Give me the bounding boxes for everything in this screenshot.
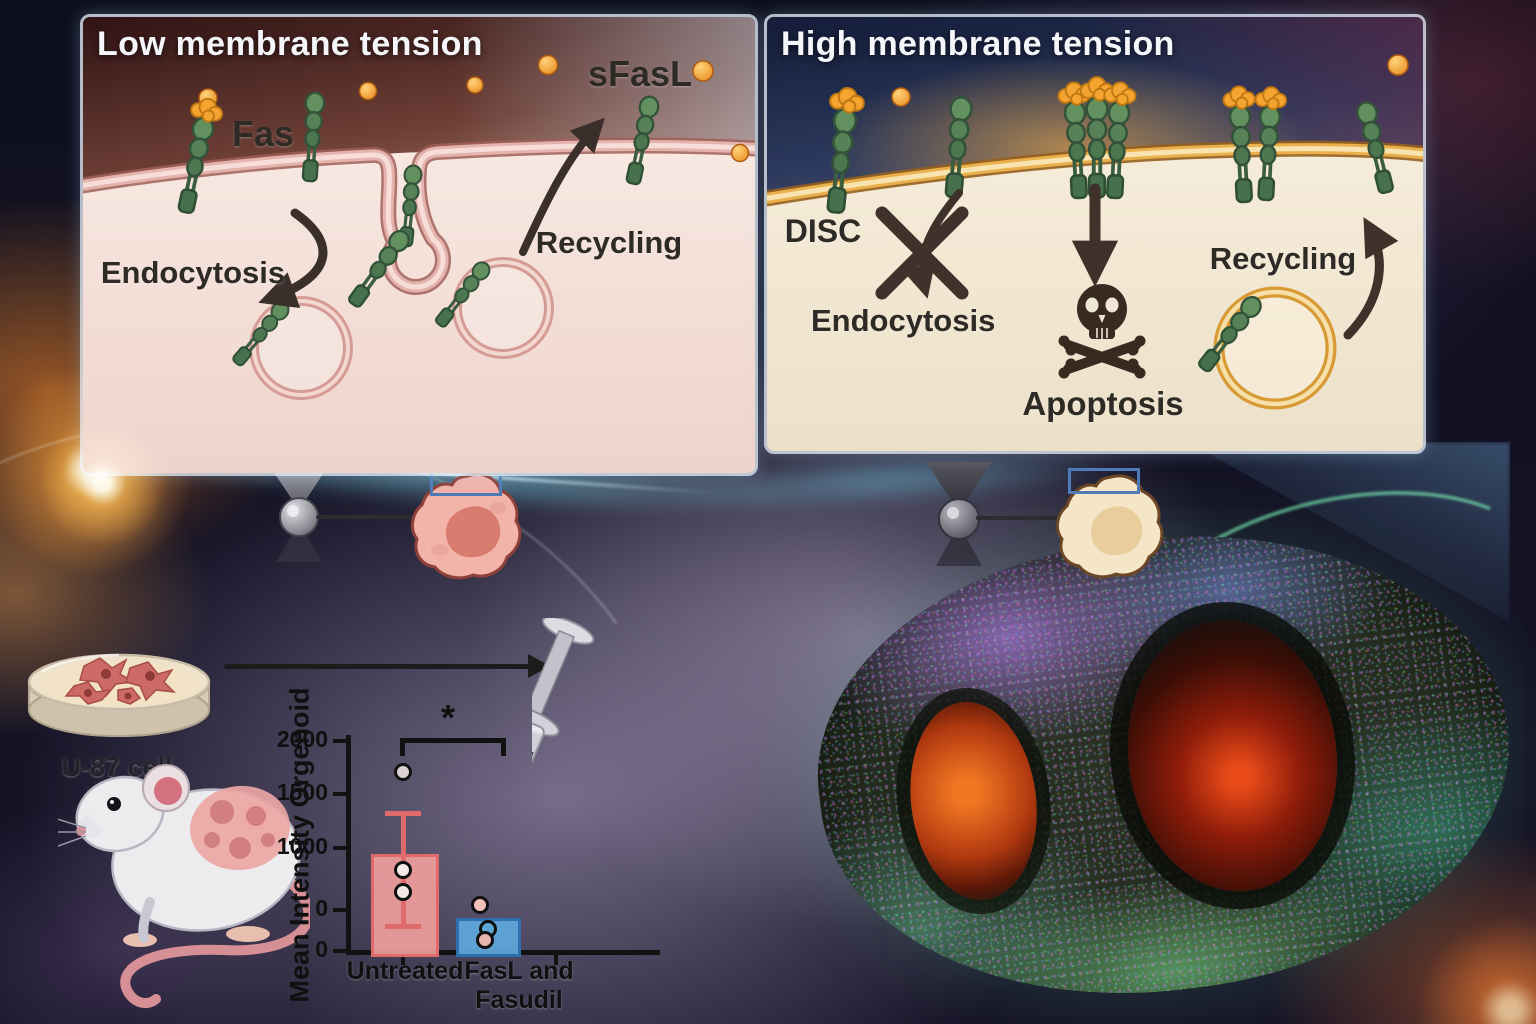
vesicle-icon bbox=[1193, 286, 1337, 410]
bead-highlight bbox=[947, 507, 959, 519]
trapped-bead-icon bbox=[279, 497, 319, 537]
trapped-bead-icon bbox=[938, 498, 980, 540]
data-point bbox=[394, 860, 412, 879]
significance-asterisk: * bbox=[440, 697, 455, 738]
label-apoptosis: Apoptosis bbox=[1022, 385, 1184, 422]
significance-bracket bbox=[400, 738, 506, 756]
x-tick bbox=[554, 955, 558, 965]
label-sfasl: sFasL bbox=[587, 53, 693, 94]
cell-nucleus bbox=[1091, 506, 1143, 556]
bar-fasl-fasudil bbox=[456, 918, 521, 957]
roi-rectangle bbox=[1068, 468, 1140, 494]
petri-dish-icon bbox=[27, 653, 211, 737]
endocytosis-arrow-icon bbox=[258, 208, 328, 309]
y-tick-label: 2000 bbox=[276, 726, 328, 752]
sfasl-ligand-icon bbox=[891, 54, 1409, 107]
plasma-membrane-high bbox=[767, 140, 1423, 207]
data-point bbox=[476, 931, 494, 950]
mouse-eye bbox=[107, 797, 121, 811]
plunger-rod bbox=[532, 629, 575, 723]
y-tick bbox=[333, 908, 347, 912]
data-point bbox=[394, 762, 412, 781]
tweezers-cone bbox=[926, 462, 992, 512]
mouse-inner-ear bbox=[154, 777, 182, 805]
glass-highlight bbox=[41, 653, 120, 674]
y-tick-label: 1000 bbox=[276, 833, 328, 859]
x-tick bbox=[401, 955, 405, 965]
optical-tweezers-icon bbox=[926, 462, 992, 566]
tumor-spots bbox=[204, 800, 275, 859]
glioma-cell-high-tension bbox=[1055, 474, 1164, 579]
y-tick-label: 0 bbox=[315, 936, 328, 962]
tweezers-cone-reflection bbox=[276, 522, 322, 562]
syringe-icon bbox=[532, 618, 595, 838]
y-tick-label: 0 bbox=[315, 895, 328, 921]
label-fas: Fas bbox=[231, 113, 295, 154]
panel-title-low: Low membrane tension bbox=[97, 25, 483, 63]
y-tick bbox=[333, 949, 347, 953]
cross-x-icon bbox=[875, 206, 969, 300]
mouse-tail bbox=[120, 877, 310, 1008]
x-category-label: Untreated bbox=[346, 957, 464, 985]
recycling-arrow-icon bbox=[1343, 217, 1399, 340]
label-recycling-low: Recycling bbox=[535, 225, 683, 260]
optical-tweezers-icon bbox=[267, 462, 331, 562]
lab-mouse-icon bbox=[58, 764, 310, 1008]
bar-chart: Mean Intensity Orgenoid 2000 1500 1000 0… bbox=[270, 687, 700, 1014]
y-tick bbox=[333, 739, 347, 743]
plasma-membrane-low bbox=[83, 137, 755, 295]
label-recycling-high: Recycling bbox=[1209, 241, 1357, 276]
label-disc: DISC bbox=[784, 213, 862, 249]
cell-interior bbox=[83, 145, 755, 473]
whiskers bbox=[58, 818, 87, 847]
tweezers-cone-reflection bbox=[936, 524, 982, 566]
y-axis bbox=[346, 735, 351, 954]
skull-crossbones-icon bbox=[1058, 284, 1146, 379]
cell-nuclei bbox=[84, 669, 155, 700]
mouse-nose bbox=[76, 826, 86, 836]
glioma-cell-low-tension bbox=[410, 472, 522, 580]
panel-low-membrane-tension: Low membrane tension Fas sFasL Endocytos… bbox=[80, 14, 758, 476]
membrane-tether-line bbox=[316, 515, 420, 519]
panel-high-membrane-tension: High membrane tension DISC Endocytosis A… bbox=[764, 14, 1426, 454]
x-category-label: FasL and Fasudil bbox=[464, 957, 574, 1014]
y-tick bbox=[333, 846, 347, 850]
high-tension-scene bbox=[767, 17, 1423, 451]
mouse-leg bbox=[138, 897, 155, 943]
y-tick bbox=[333, 792, 347, 796]
vesicle-icon bbox=[228, 257, 554, 400]
low-tension-scene bbox=[83, 17, 755, 473]
arrow-line bbox=[224, 664, 530, 669]
recycling-arrow-icon bbox=[519, 117, 605, 256]
label-endocytosis-high: Endocytosis bbox=[811, 303, 996, 338]
panel-title-high: High membrane tension bbox=[781, 25, 1175, 63]
label-endocytosis-low: Endocytosis bbox=[100, 255, 286, 290]
data-point bbox=[471, 895, 489, 914]
data-point bbox=[394, 882, 412, 901]
barrel-flange bbox=[532, 704, 560, 737]
membrane-tether-line bbox=[976, 516, 1062, 520]
cell-nucleus bbox=[446, 506, 501, 558]
y-tick-label: 1500 bbox=[276, 779, 328, 805]
bead-highlight bbox=[287, 505, 299, 517]
